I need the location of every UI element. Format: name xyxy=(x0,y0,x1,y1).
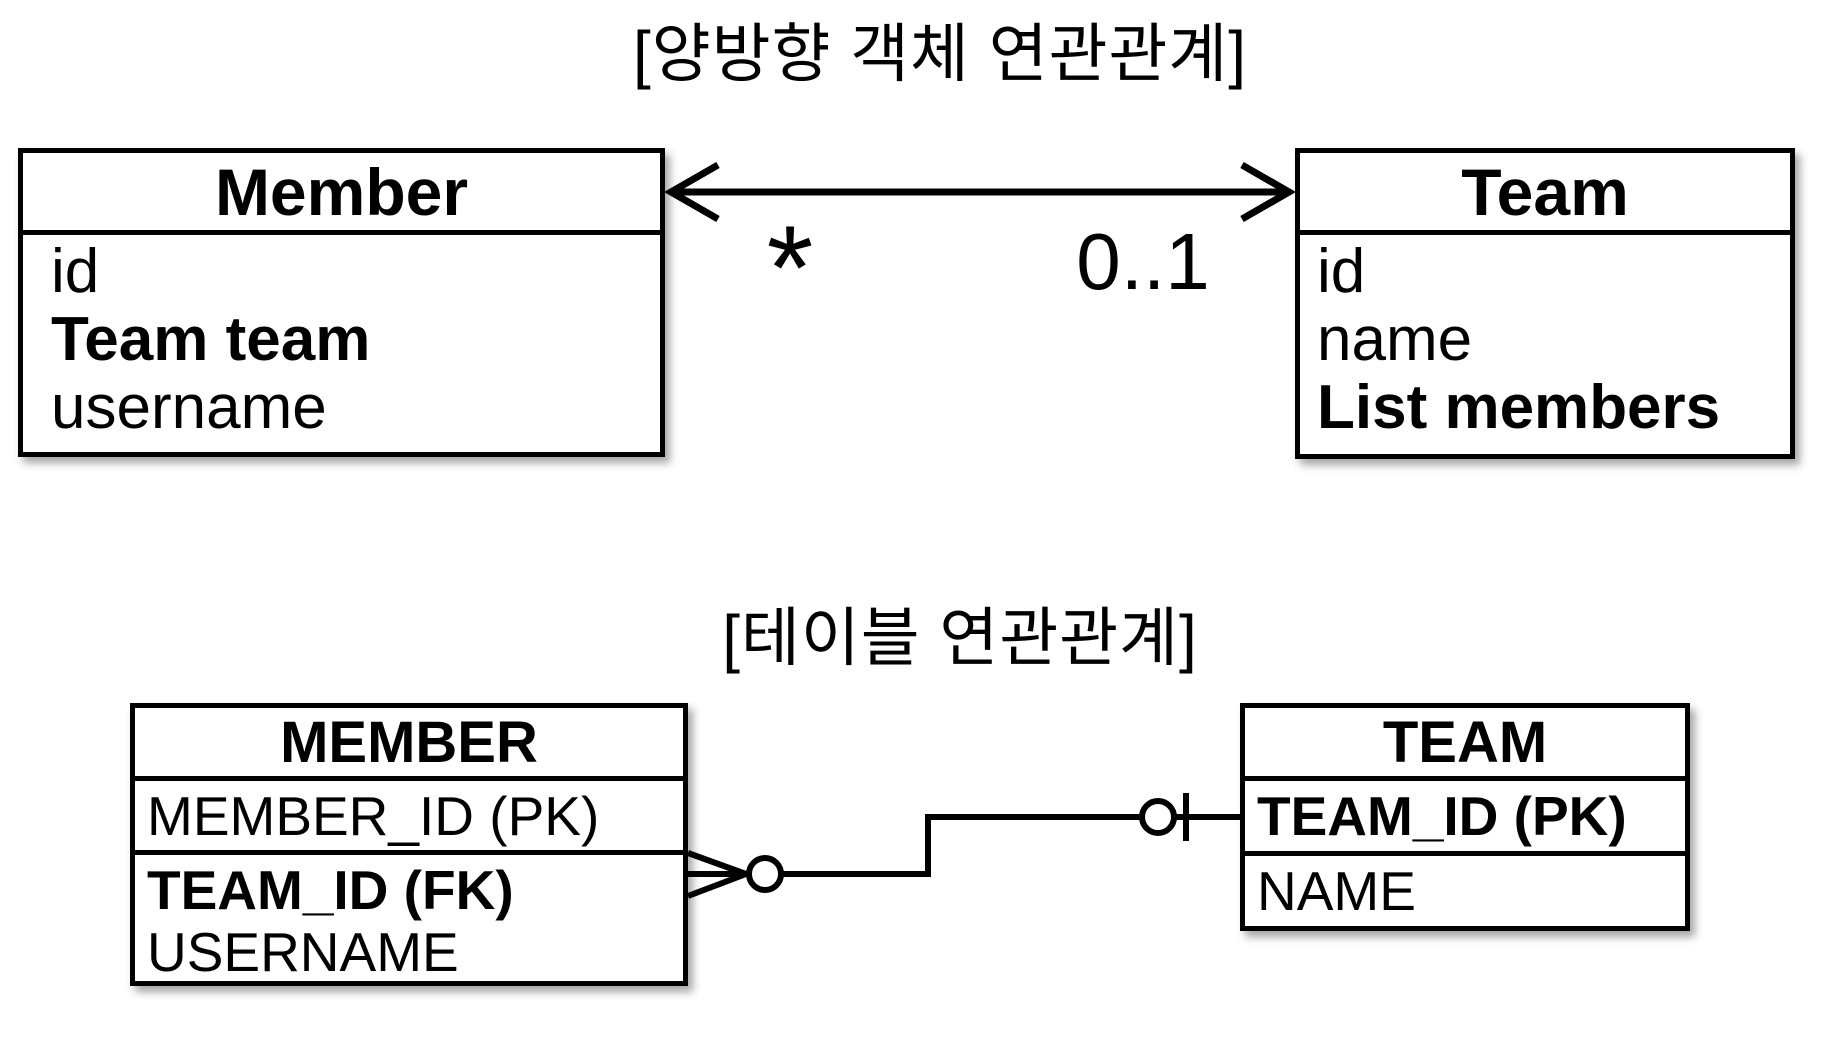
member-field-id: id xyxy=(51,237,100,306)
crows-foot-prong-bottom xyxy=(686,871,748,899)
member-class-box: Member id Team team username xyxy=(18,148,665,457)
relationship-line xyxy=(781,814,1142,877)
member-field-username: username xyxy=(51,373,327,442)
arrowhead-left-icon xyxy=(663,161,720,223)
arrowhead-right-icon xyxy=(1240,161,1297,223)
team-table-box: TEAM TEAM_ID (PK) NAME xyxy=(1240,703,1690,931)
object-association-section-title: [양방향 객체 연관관계] xyxy=(632,18,1248,90)
team-multiplicity-label: 0..1 xyxy=(1076,217,1210,306)
team-table-name-row: NAME xyxy=(1257,860,1416,922)
bidirectional-arrow xyxy=(663,161,1297,223)
member-field-team: Team team xyxy=(51,305,371,374)
team-table-pk-row: TEAM_ID (PK) xyxy=(1245,781,1685,856)
team-field-id: id xyxy=(1317,237,1366,306)
team-class-box: Team id name List members xyxy=(1295,148,1795,459)
member-table-fk-column: TEAM_ID (FK) xyxy=(147,859,514,921)
member-multiplicity-label: * xyxy=(766,201,814,335)
table-association-section-title: [테이블 연관관계] xyxy=(722,602,1198,674)
member-class-title: Member xyxy=(23,153,660,235)
optional-circle-member-side-icon xyxy=(746,855,784,893)
member-table-title: MEMBER xyxy=(135,708,683,781)
team-class-title: Team xyxy=(1300,153,1790,235)
crows-foot-prong-top xyxy=(686,850,748,877)
member-table-columns: TEAM_ID (FK) USERNAME xyxy=(135,855,683,983)
member-table-box: MEMBER MEMBER_ID (PK) TEAM_ID (FK) USERN… xyxy=(130,703,688,986)
member-class-fields: id Team team username xyxy=(23,235,660,442)
member-table-username-column: USERNAME xyxy=(147,921,459,983)
team-field-members: List members xyxy=(1317,373,1721,442)
team-field-name: name xyxy=(1317,305,1473,374)
optional-circle-team-side-icon xyxy=(1139,798,1177,836)
member-table-pk-row: MEMBER_ID (PK) xyxy=(135,781,683,855)
crows-foot-connector xyxy=(686,793,1242,899)
team-class-fields: id name List members xyxy=(1300,235,1790,442)
team-table-title: TEAM xyxy=(1245,708,1685,781)
